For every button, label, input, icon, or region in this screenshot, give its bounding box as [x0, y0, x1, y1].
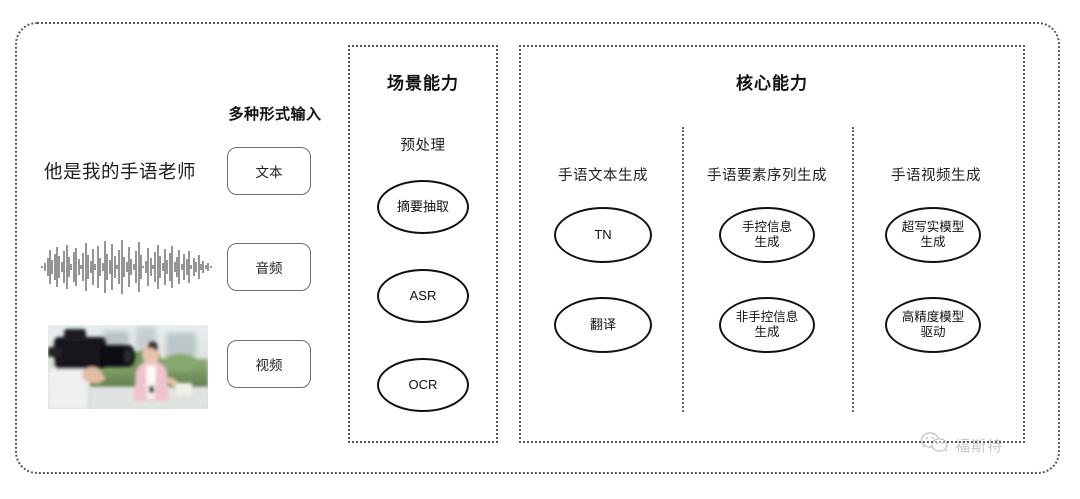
waveform-svg: [41, 240, 212, 294]
core-capability-section: 核心能力 手语文本生成 TN 翻译 手语要素序列生成 手控信息 生成 非手控信息…: [519, 45, 1025, 443]
scene-node-summary-extraction[interactable]: 摘要抽取: [377, 180, 469, 234]
input-button-video[interactable]: 视频: [227, 340, 311, 388]
input-panel-label: 多种形式输入: [228, 106, 322, 123]
video-photo-preview: [48, 325, 208, 409]
non-manual-info-line2: 生成: [754, 325, 780, 339]
sample-sentence-text: 他是我的手语老师: [44, 161, 197, 182]
core-node-manual-info-generation[interactable]: 手控信息 生成: [719, 207, 815, 263]
input-button-text-label: 文本: [255, 165, 283, 180]
scene-group-title-preprocess: 预处理: [400, 138, 446, 154]
core-node-non-manual-info-generation-label: 非手控信息 生成: [736, 310, 799, 340]
input-button-video-label: 视频: [255, 358, 283, 373]
watermark: 福斯特: [920, 432, 1003, 459]
core-node-tn-label: TN: [594, 227, 612, 243]
outer-dotted-frame: [15, 22, 1060, 474]
core-node-tn[interactable]: TN: [554, 207, 652, 263]
hyperreal-line2: 生成: [920, 235, 946, 249]
watermark-text: 福斯特: [955, 437, 1004, 455]
scene-node-ocr-label: OCR: [408, 377, 438, 393]
audio-waveform-preview: [40, 238, 215, 296]
high-precision-line1: 高精度模型: [901, 310, 965, 325]
scene-node-ocr[interactable]: OCR: [377, 358, 469, 412]
core-node-non-manual-info-generation[interactable]: 非手控信息 生成: [719, 297, 815, 353]
core-divider-1: [682, 127, 684, 412]
photo-thumbnail-svg: [48, 325, 208, 409]
manual-info-line1: 手控信息: [741, 220, 792, 235]
core-node-translation-label: 翻译: [589, 317, 616, 333]
wechat-icon: [920, 432, 950, 459]
scene-node-summary-extraction-label: 摘要抽取: [396, 199, 449, 215]
core-node-hyperrealistic-model-generation-label: 超写实模型 生成: [902, 220, 965, 250]
core-group-title-sign-element-sequence-generation: 手语要素序列生成: [707, 168, 827, 184]
core-node-hyperrealistic-model-generation[interactable]: 超写实模型 生成: [885, 207, 981, 263]
non-manual-info-line1: 非手控信息: [735, 310, 799, 325]
high-precision-line2: 驱动: [920, 325, 946, 339]
core-divider-2: [852, 127, 854, 412]
input-button-audio[interactable]: 音频: [227, 243, 311, 291]
hyperreal-line1: 超写实模型: [901, 220, 965, 235]
input-button-audio-label: 音频: [255, 261, 283, 276]
core-node-manual-info-generation-label: 手控信息 生成: [742, 220, 792, 250]
scene-capability-section: 场景能力 预处理 摘要抽取 ASR OCR: [348, 45, 498, 443]
scene-node-asr-label: ASR: [409, 288, 437, 304]
manual-info-line2: 生成: [754, 235, 780, 249]
core-section-title: 核心能力: [736, 74, 808, 93]
core-group-title-sign-video-generation: 手语视频生成: [891, 168, 981, 184]
core-node-high-precision-model-driving[interactable]: 高精度模型 驱动: [885, 297, 981, 353]
core-node-high-precision-model-driving-label: 高精度模型 驱动: [902, 310, 965, 340]
input-button-text[interactable]: 文本: [227, 147, 311, 195]
scene-section-title: 场景能力: [387, 74, 459, 93]
wechat-icon-svg: [920, 432, 948, 453]
scene-node-asr[interactable]: ASR: [377, 269, 469, 323]
core-node-translation[interactable]: 翻译: [554, 297, 652, 353]
core-group-title-sign-text-generation: 手语文本生成: [558, 168, 648, 184]
